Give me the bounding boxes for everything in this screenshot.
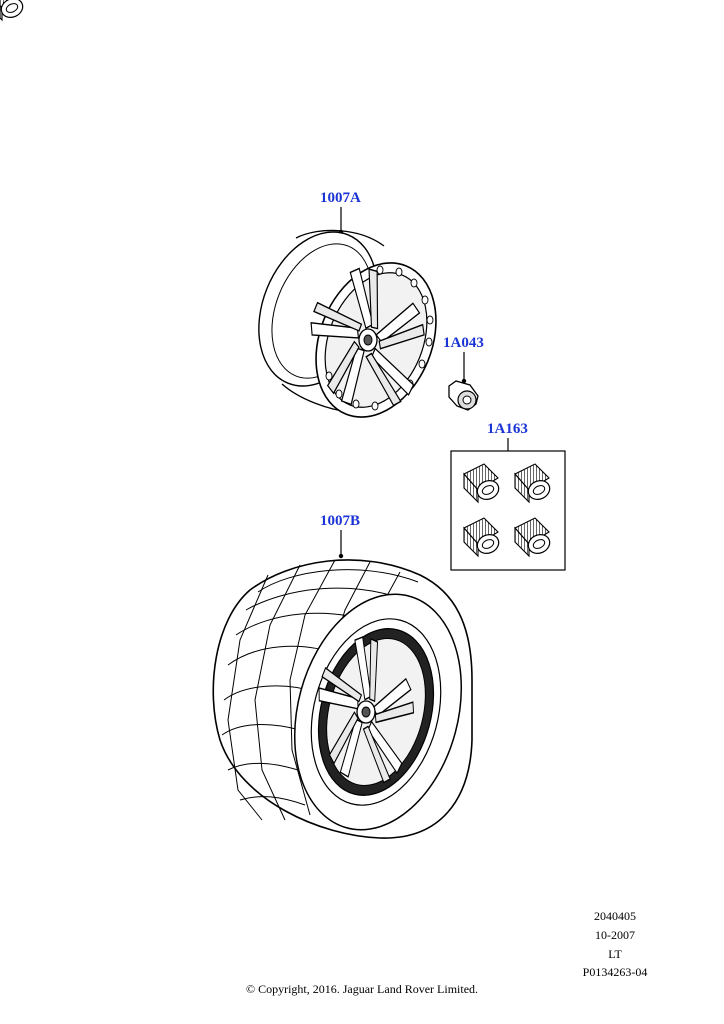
diagram-date: 10-2007 — [595, 928, 635, 942]
copyright-notice: © Copyright, 2016. Jaguar Land Rover Lim… — [245, 982, 479, 996]
wheel-nut-icon[interactable] — [448, 352, 479, 411]
locking-nut-icon[interactable] — [0, 0, 566, 571]
wheel-rim-icon[interactable] — [237, 207, 458, 435]
callout-1007b[interactable]: 1007B — [320, 513, 361, 529]
diagram-region: LT — [608, 947, 622, 961]
diagram-code: 2040405 — [594, 909, 636, 923]
callout-1a163[interactable]: 1A163 — [487, 421, 528, 437]
callout-1a043[interactable]: 1A043 — [443, 335, 484, 351]
illustration-id: P0134263-04 — [582, 965, 648, 979]
callout-1007a[interactable]: 1007A — [320, 190, 361, 206]
wheel-tyre-icon[interactable] — [212, 530, 486, 849]
